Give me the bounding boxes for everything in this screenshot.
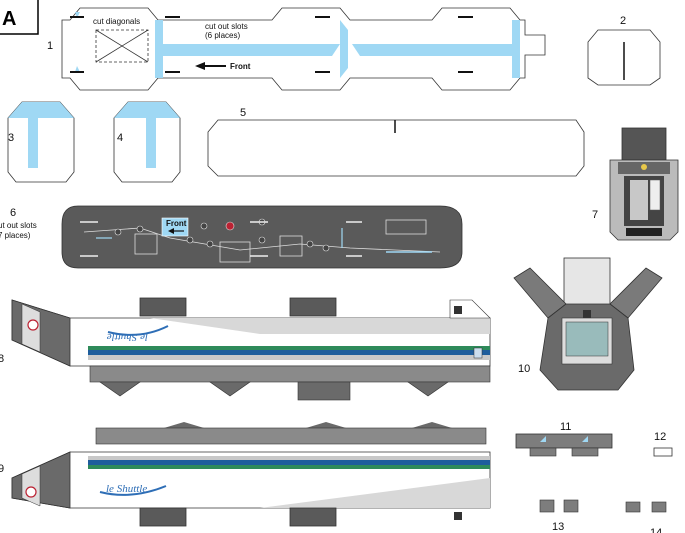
part-9-label: 9 [0,463,4,475]
cut-slots-note: cut out slots [205,22,248,31]
part-14-pieces [625,501,667,513]
part-6-label: 6 [10,207,16,219]
roof-front-note: Front [166,219,187,228]
part-8-side-wall [11,297,491,401]
part-13-label: 13 [552,521,564,533]
roof-cut-slots-count: 7 places) [0,231,31,240]
cut-slots-note-count: (6 places) [205,31,240,40]
part-11-piece [515,433,613,457]
part-11-label: 11 [560,421,571,433]
part-10-cab-front [513,257,663,391]
part-2-piece [587,29,661,86]
part-13-pieces [539,499,579,513]
part-5-piece [207,119,585,177]
sheet-letter-box: A [0,0,39,35]
part-4-piece [113,101,181,183]
part-14-label: 14 [650,527,662,533]
side-9-logo: le Shuttle [106,483,147,495]
part-12-label: 12 [654,431,666,443]
part-12-piece [653,447,673,457]
roof-cut-slots-note: ut out slots [0,221,37,230]
part-10-label: 10 [518,363,530,375]
part-5-label: 5 [240,107,246,119]
part-2-label: 2 [620,15,626,27]
part-7-label: 7 [592,209,598,221]
part-3-label: 3 [8,132,14,144]
side-8-logo: le Shuttle [107,331,148,343]
part-8-label: 8 [0,353,4,365]
cut-diagonals-note: cut diagonals [93,17,140,26]
part-9-side-wall [11,422,491,527]
sheet-letter: A [2,8,16,30]
part-6-roof [61,205,463,269]
part-1-floor [61,7,546,91]
part-1-label: 1 [47,40,53,52]
part-7-cab-end [609,127,679,241]
front-note: Front [230,62,251,71]
part-3-piece [7,101,75,183]
part-4-label: 4 [117,132,123,144]
